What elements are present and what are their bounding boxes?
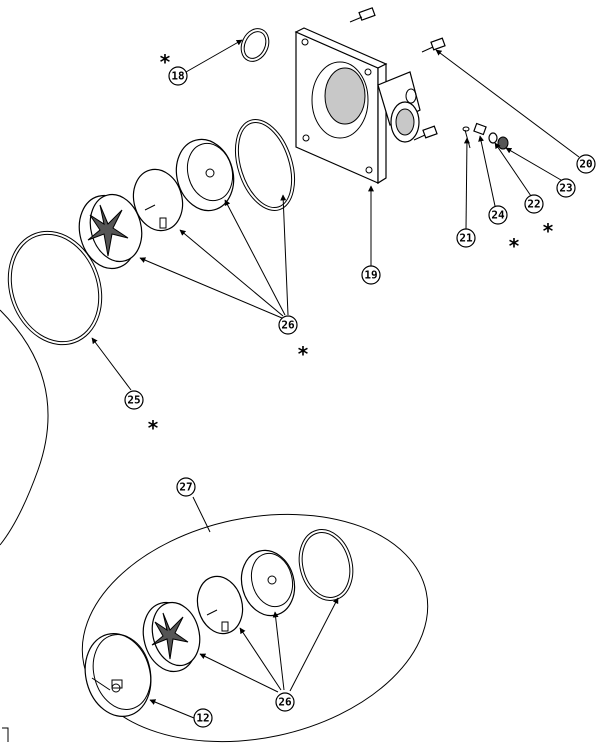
bolt-top [349, 7, 376, 23]
asterisk-26-upper: * [298, 342, 309, 366]
svg-text:19: 19 [364, 269, 377, 282]
callout-23: 23 [556, 178, 576, 198]
part-26-impeller-lower [142, 601, 201, 673]
part-23-cap [497, 136, 509, 150]
svg-text:24: 24 [491, 209, 505, 222]
svg-text:21: 21 [459, 232, 473, 245]
svg-text:12: 12 [196, 712, 209, 725]
svg-text:26: 26 [278, 696, 292, 709]
part-26-o-ring-upper [234, 119, 296, 211]
svg-text:22: 22 [527, 198, 540, 211]
asterisk-21-24: * [509, 234, 520, 258]
part-22-washer [488, 132, 498, 144]
corner-mark [2, 727, 9, 742]
svg-text:23: 23 [559, 182, 572, 195]
svg-text:25: 25 [127, 394, 140, 407]
callout-25: 25 [124, 390, 144, 410]
part-25-large-o-ring [7, 230, 103, 346]
part-26-o-ring-lower [298, 529, 354, 601]
kit-27-outline [81, 513, 429, 743]
svg-text:20: 20 [579, 158, 592, 171]
part-26-impeller-upper [78, 193, 143, 270]
callout-20: 20 [576, 154, 596, 174]
callout-26-lower: 26 [275, 692, 295, 712]
part-24-spring [473, 122, 487, 136]
asterisk-22-23: * [543, 219, 554, 243]
callout-21: 21 [456, 228, 476, 248]
callout-18: 18 [168, 66, 188, 86]
callout-26-upper: 26 [278, 315, 298, 335]
callout-12: 12 [193, 708, 213, 728]
callout-22: 22 [524, 194, 544, 214]
part-20-bolt [421, 37, 446, 53]
svg-text:26: 26 [281, 319, 295, 332]
part-18-o-ring [240, 28, 270, 62]
asterisk-18: * [160, 50, 171, 74]
part-26-backplate-lower [240, 549, 296, 617]
svg-text:18: 18 [171, 70, 184, 83]
callout-19: 19 [361, 265, 381, 285]
bolt-lower [413, 125, 438, 141]
callout-27: 27 [176, 477, 196, 497]
part-19-housing [294, 27, 421, 185]
part-26-backplate-upper [175, 138, 235, 212]
part-26-disc-lower [196, 575, 244, 635]
callout-24: 24 [488, 205, 508, 225]
svg-text:27: 27 [179, 481, 192, 494]
part-26-disc-upper [132, 168, 184, 232]
asterisk-25: * [148, 416, 159, 440]
leader-lines [91, 39, 580, 719]
part-12-cover [84, 632, 152, 718]
group-outline-partial [0, 309, 49, 546]
